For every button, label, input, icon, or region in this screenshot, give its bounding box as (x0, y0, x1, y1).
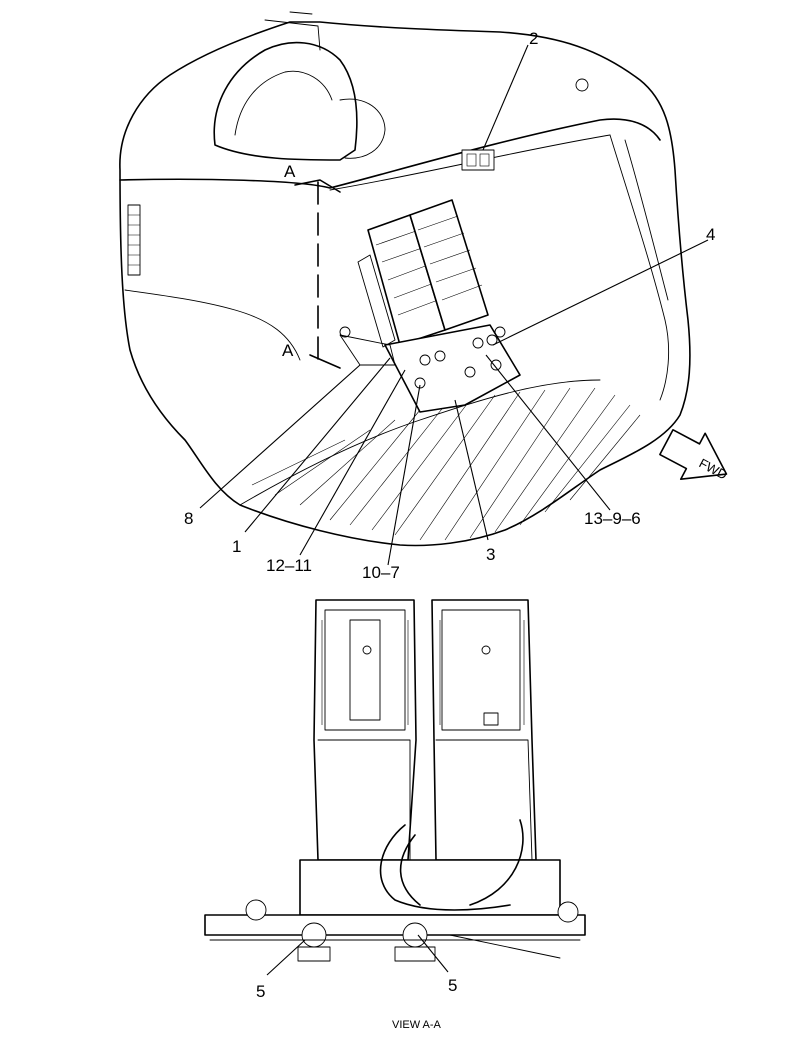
fwd-arrow-label: FWD (697, 455, 730, 482)
cab-shell-outline (119, 21, 691, 547)
view-a-a-pedal-right (431, 599, 537, 861)
callout-2: 2 (529, 29, 538, 48)
pilot-valve-body (299, 859, 561, 916)
callout-leaders-lower (266, 934, 449, 976)
floor-mat-hatching (251, 387, 641, 541)
callout-1: 1 (232, 537, 241, 556)
left-wall-inner (124, 289, 301, 361)
seat-back-curve (234, 70, 333, 136)
fwd-direction-arrow (659, 428, 728, 481)
underside-lines (209, 934, 581, 959)
callout-4: 4 (706, 225, 715, 244)
callout-5-left: 5 (256, 982, 265, 1001)
callout-13-9-6: 13–9–6 (584, 509, 641, 528)
hose-fitting-left (297, 922, 331, 962)
bolt-left (245, 899, 267, 921)
view-a-a-drawing (204, 599, 586, 962)
seat-detail (264, 11, 321, 51)
seat-console (213, 41, 358, 161)
hydraulic-hoses (379, 819, 524, 911)
travel-pedal-right (409, 199, 489, 331)
bolt-right (557, 901, 579, 923)
roof-hole (575, 78, 589, 92)
right-wall-inner (609, 134, 670, 401)
floor-edge (239, 379, 601, 506)
switch-panel (461, 149, 495, 171)
pedal-mounting-plate (339, 324, 521, 413)
switch-b (479, 153, 490, 167)
section-marker-top: A (284, 162, 296, 181)
section-line-a-a (294, 179, 341, 369)
cab-floor-isometric-view (119, 11, 728, 547)
switch-a (466, 153, 477, 167)
view-caption: VIEW A-A (392, 1019, 442, 1031)
section-marker-bottom: A (282, 341, 294, 360)
dashboard-edge (119, 118, 661, 189)
vent-slats (128, 214, 140, 266)
callout-8: 8 (184, 509, 193, 528)
hose-fitting-right (394, 922, 436, 962)
left-vent (127, 204, 141, 276)
callout-3: 3 (486, 545, 495, 564)
console-side-curve (339, 98, 386, 159)
view-a-a-base-plate (204, 914, 586, 936)
view-a-a-pedal-left (313, 599, 417, 861)
callout-10-7: 10–7 (362, 563, 400, 582)
callout-12-11: 12–11 (266, 556, 312, 575)
callout-5-right: 5 (448, 976, 457, 995)
right-wall-inner-2 (624, 139, 669, 301)
callout-leaders-upper (199, 44, 709, 566)
